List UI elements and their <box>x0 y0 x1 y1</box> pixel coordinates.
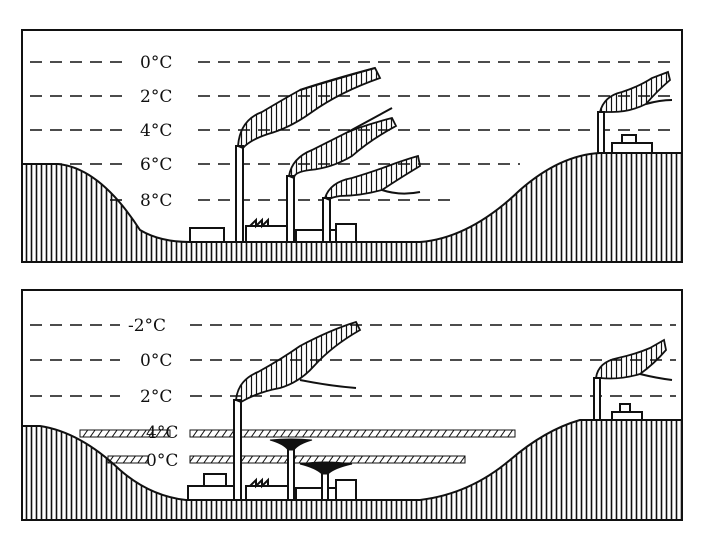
factory-building <box>619 403 631 413</box>
temp-label: 2°C <box>140 87 172 107</box>
factory-building <box>245 225 289 243</box>
temp-label: 4°C <box>146 423 178 443</box>
trapped-smoke <box>299 461 353 475</box>
smoke-trail <box>645 99 673 105</box>
smoke-trail <box>299 67 376 91</box>
smoke-plume <box>598 70 672 113</box>
smoke-plume <box>323 154 422 201</box>
factory-building <box>611 142 653 154</box>
chimney <box>233 399 242 501</box>
smoke-trail <box>639 373 673 381</box>
temp-label: 4°C <box>140 121 172 141</box>
temp-label: 2°C <box>140 387 172 407</box>
smoke-plume <box>235 320 362 403</box>
inversion-band <box>189 429 516 438</box>
chimney <box>322 197 331 243</box>
chimney <box>235 145 244 243</box>
valley-terrain <box>21 419 683 521</box>
chimney <box>593 377 601 421</box>
factory-building <box>245 485 289 501</box>
factory-building <box>621 134 637 144</box>
valley-terrain <box>21 152 683 263</box>
smoke-plume <box>594 338 667 380</box>
chimney <box>287 445 295 501</box>
smoke-trail <box>299 379 357 389</box>
factory-building <box>611 411 643 421</box>
smoke-plume <box>237 66 382 150</box>
temp-label: 6°C <box>140 155 172 175</box>
chimney <box>286 175 295 243</box>
panel-normal: 0°C 2°C 4°C 6°C 8°C <box>21 29 683 263</box>
inversion-band <box>79 429 171 438</box>
inversion-band <box>107 455 149 464</box>
factory-building <box>295 487 337 501</box>
smoke-plume <box>287 116 398 180</box>
factory-building <box>203 473 227 487</box>
temp-label: 0°C <box>146 451 178 471</box>
factory-building <box>189 227 225 243</box>
temp-label: 0°C <box>140 53 172 73</box>
temp-label: -2°C <box>128 316 166 336</box>
sawtooth-roof <box>249 477 269 489</box>
temp-label: 0°C <box>140 351 172 371</box>
panel-inversion: -2°C 0°C 2°C 4°C 0°C <box>21 289 683 521</box>
smoke-trail <box>347 107 393 133</box>
smoke-trail <box>381 189 421 195</box>
sawtooth-roof <box>249 217 269 229</box>
temp-label: 8°C <box>140 191 172 211</box>
factory-building <box>335 223 357 243</box>
chimney <box>597 111 605 154</box>
factory-building <box>335 479 357 501</box>
trapped-smoke <box>269 438 313 451</box>
factory-building <box>187 485 235 501</box>
